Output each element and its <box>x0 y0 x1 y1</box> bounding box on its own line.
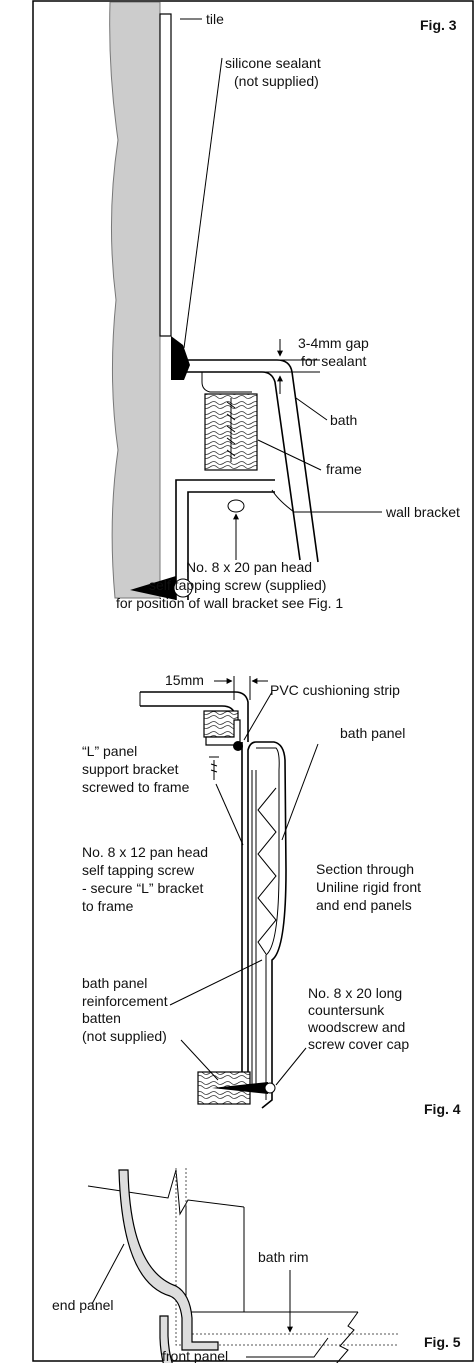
fig3-label-gap-2: for sealant <box>301 353 366 369</box>
fig4-title: Fig. 4 <box>424 1101 461 1117</box>
fig3-sealant <box>171 336 190 380</box>
fig4-label-screw12-4: to frame <box>82 898 134 914</box>
fig3-label-frame: frame <box>326 461 362 477</box>
fig4-label-pvc: PVC cushioning strip <box>270 682 400 698</box>
fig4-woodscrew <box>212 1082 268 1094</box>
fig4-label-section-3: and end panels <box>316 897 412 913</box>
fig5-title: Fig. 5 <box>424 1334 461 1350</box>
fig4-label-wood-4: screw cover cap <box>308 1036 409 1052</box>
fig4-pan-screw <box>210 760 218 780</box>
fig3-drawing <box>109 1 319 600</box>
fig4-label-l-panel-2: support bracket <box>82 761 179 777</box>
fig3-label-sealant-2: (not supplied) <box>234 73 319 89</box>
fig3-leaders <box>180 18 382 560</box>
fig5-leaders <box>91 1243 329 1358</box>
fig4-label-wood-1: No. 8 x 20 long <box>308 985 402 1001</box>
fig4-label-batten-2: (not supplied) <box>82 1028 167 1044</box>
fig4-label-l-panel-1: “L” panel <box>82 743 137 759</box>
fig3-label-screw-1: No. 8 x 20 pan head <box>186 559 312 575</box>
fig4-label-batten-1: batten <box>82 1010 121 1026</box>
fig3-label-screw-2: self tapping screw (supplied) <box>149 577 326 593</box>
fig4-label-screw12-1: No. 8 x 12 pan head <box>82 844 208 860</box>
fig4-label-reinf-1: bath panel <box>82 975 147 991</box>
fig4-label-dim: 15mm <box>165 672 204 688</box>
fig4-pvc-strip <box>233 741 243 751</box>
fig3-tile <box>159 13 172 337</box>
fig3-wall-screw-head <box>173 578 193 598</box>
fig3-title: Fig. 3 <box>420 17 457 33</box>
fig4-label-section-1: Section through <box>316 861 414 877</box>
fig4-frame <box>203 710 239 738</box>
fig4-screw-cap <box>264 1082 276 1094</box>
fig5-label-front-panel: front panel <box>162 1348 228 1363</box>
fig3-wall <box>109 1 161 599</box>
fig3-label-gap-1: 3-4mm gap <box>298 335 369 351</box>
fig5-front-panel <box>159 1315 173 1363</box>
fig4-label-bath-panel: bath panel <box>340 725 405 741</box>
fig4-label-screw12-2: self tapping screw <box>82 862 195 878</box>
fig4-label-screw12-3: - secure “L” bracket <box>82 880 203 896</box>
fig3-bath-inner <box>201 372 252 393</box>
fig4-label-wood-2: countersunk <box>308 1002 385 1018</box>
fig4-drawing <box>139 691 287 1109</box>
fig4-label-wood-3: woodscrew and <box>307 1019 405 1035</box>
fig5-label-end-panel: end panel <box>52 1297 114 1313</box>
fig3-label-wall-bracket: wall bracket <box>385 504 460 520</box>
fig3-wall-screw <box>130 576 176 600</box>
fig3-wall-bracket <box>175 479 275 600</box>
fig4-leaders <box>169 676 319 1086</box>
fig3-label-screw-3: for position of wall bracket see Fig. 1 <box>116 595 343 611</box>
fig4-label-l-panel-3: screwed to frame <box>82 779 190 795</box>
fig3-label-tile: tile <box>206 11 224 27</box>
fig5-label-bath-rim: bath rim <box>258 1249 309 1265</box>
page-border <box>32 0 474 1362</box>
fig3-frame-screw <box>226 398 236 462</box>
fig3-label-sealant-1: silicone sealant <box>225 55 321 71</box>
fig4-reinforcement <box>255 770 277 1090</box>
fig5-drawing <box>87 1168 399 1363</box>
fig4-label-section-2: Uniline rigid front <box>316 879 421 895</box>
fig4-bath-panel <box>241 741 287 1109</box>
fig3-label-bath: bath <box>330 412 357 428</box>
fig5-end-panel <box>118 1169 219 1351</box>
fig4-label-reinf-2: reinforcement <box>82 993 168 1009</box>
fig3-pan-screw <box>227 499 245 513</box>
